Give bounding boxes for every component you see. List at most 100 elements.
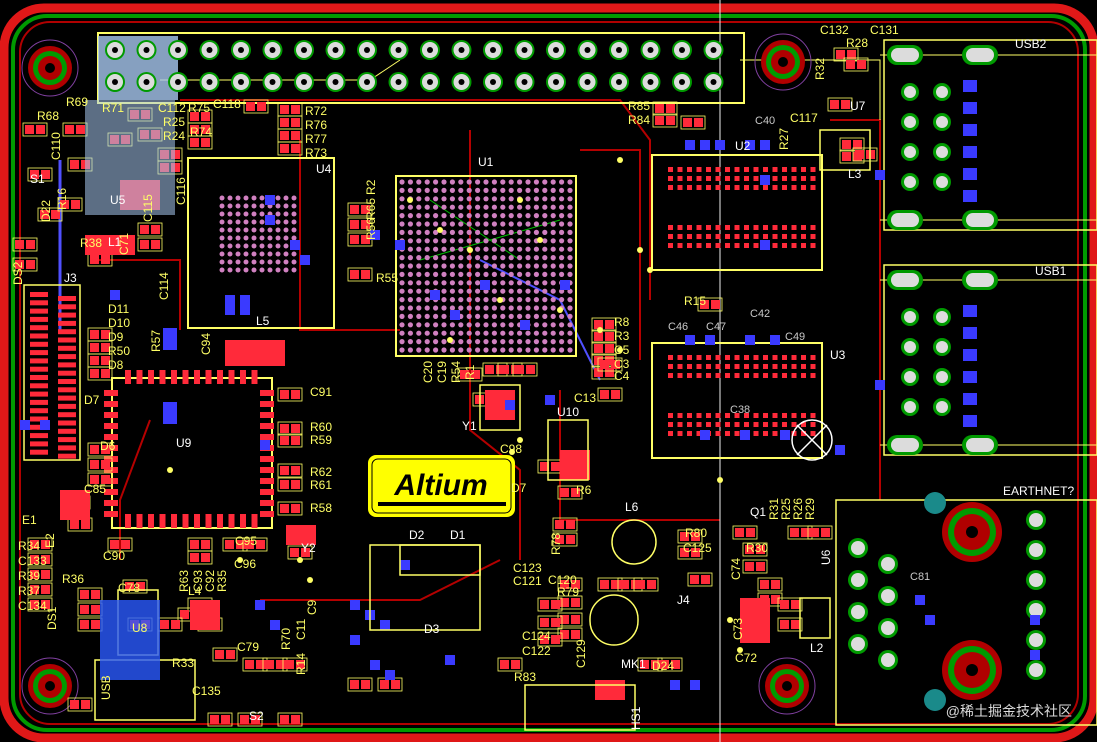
passive-pad-pair[interactable] — [677, 529, 703, 544]
memory-pad — [715, 243, 721, 248]
large-component-pad[interactable] — [595, 680, 625, 700]
passive-pad-pair[interactable] — [57, 197, 83, 212]
passive-pad-pair[interactable] — [277, 501, 303, 516]
passive-pad-pair[interactable] — [77, 587, 103, 602]
passive-pad-pair[interactable] — [27, 552, 53, 567]
passive-pad-pair[interactable] — [732, 525, 758, 540]
passive-pad-pair[interactable] — [87, 457, 113, 472]
passive-pad-pair[interactable] — [277, 433, 303, 448]
passive-pad-pair[interactable] — [843, 57, 869, 72]
passive-pad-pair[interactable] — [742, 559, 768, 574]
passive-pad-pair[interactable] — [777, 617, 803, 632]
passive-pad-pair[interactable] — [347, 267, 373, 282]
passive-pad-pair[interactable] — [277, 141, 303, 156]
passive-pad-pair[interactable] — [680, 115, 706, 130]
passive-pad-pair[interactable] — [137, 237, 163, 252]
large-component-pad[interactable] — [60, 490, 90, 520]
passive-pad-pair[interactable] — [633, 577, 659, 592]
passive-pad-pair[interactable] — [207, 712, 233, 727]
passive-pad-pair[interactable] — [742, 542, 768, 557]
passive-pad-pair[interactable] — [591, 317, 617, 332]
u1-bga-package[interactable] — [395, 175, 577, 357]
passive-pad-pair[interactable] — [512, 362, 538, 377]
passive-pad-pair[interactable] — [537, 632, 563, 647]
passive-pad-pair[interactable] — [277, 477, 303, 492]
passive-pad-pair[interactable] — [212, 647, 238, 662]
passive-pad-pair[interactable] — [839, 137, 865, 152]
u2-memory[interactable] — [651, 154, 823, 271]
passive-pad-pair[interactable] — [827, 97, 853, 112]
passive-pad-pair[interactable] — [277, 421, 303, 436]
passive-pad-pair[interactable] — [347, 202, 373, 217]
passive-pad-pair[interactable] — [347, 217, 373, 232]
passive-pad-pair[interactable] — [777, 597, 803, 612]
passive-pad-pair[interactable] — [657, 657, 683, 672]
passive-pad-pair[interactable] — [347, 677, 373, 692]
passive-pad-pair[interactable] — [122, 579, 148, 594]
large-component-pad[interactable] — [190, 600, 220, 630]
ethernet-connector[interactable] — [835, 492, 1097, 726]
connector-pad — [30, 399, 48, 405]
passive-pad-pair[interactable] — [591, 341, 617, 356]
j3-connector[interactable] — [23, 284, 81, 461]
memory-pad — [763, 422, 768, 427]
passive-pad-pair[interactable] — [187, 550, 213, 565]
passive-pad-pair[interactable] — [22, 122, 48, 137]
passive-pad-pair[interactable] — [237, 712, 263, 727]
passive-pad-pair[interactable] — [67, 697, 93, 712]
usb-pin — [933, 113, 951, 131]
passive-pad-pair[interactable] — [87, 366, 113, 381]
passive-components[interactable] — [12, 47, 878, 727]
passive-pad-pair[interactable] — [591, 329, 617, 344]
large-component-pad[interactable] — [225, 340, 285, 366]
passive-pad-pair[interactable] — [87, 472, 113, 487]
u3-memory[interactable] — [651, 342, 823, 459]
u4-package[interactable] — [187, 157, 335, 329]
passive-pad-pair[interactable] — [12, 237, 38, 252]
passive-pad-pair[interactable] — [557, 627, 583, 642]
large-component-pad[interactable] — [560, 450, 590, 480]
passive-pad-pair[interactable] — [697, 297, 723, 312]
passive-pad-pair[interactable] — [87, 442, 113, 457]
large-component-pad[interactable] — [286, 525, 316, 545]
passive-pad-pair[interactable] — [242, 537, 268, 552]
passive-pad-pair[interactable] — [557, 485, 583, 500]
passive-pad-pair[interactable] — [677, 545, 703, 560]
passive-pad-pair[interactable] — [652, 101, 678, 116]
passive-pad-pair[interactable] — [652, 113, 678, 128]
usb1-connector[interactable] — [883, 264, 1097, 456]
gpio-header[interactable] — [97, 32, 745, 104]
passive-pad-pair[interactable] — [552, 532, 578, 547]
passive-pad-pair[interactable] — [137, 222, 163, 237]
passive-pad-pair[interactable] — [277, 387, 303, 402]
passive-pad-pair[interactable] — [37, 207, 63, 222]
passive-pad-pair[interactable] — [277, 463, 303, 478]
passive-pad-pair[interactable] — [282, 657, 308, 672]
passive-pad-pair[interactable] — [687, 572, 713, 587]
passive-pad-pair[interactable] — [27, 597, 53, 612]
passive-pad-pair[interactable] — [27, 567, 53, 582]
passive-pad-pair[interactable] — [807, 525, 833, 540]
passive-pad-pair[interactable] — [27, 167, 53, 182]
passive-pad-pair[interactable] — [27, 537, 53, 552]
usb-micro-connector[interactable] — [94, 600, 196, 721]
passive-pad-pair[interactable] — [107, 537, 133, 552]
passive-pad-pair[interactable] — [597, 357, 623, 372]
large-component-pad[interactable] — [740, 598, 770, 643]
passive-pad-pair[interactable] — [243, 99, 269, 114]
passive-pad-pair[interactable] — [537, 597, 563, 612]
passive-pad-pair[interactable] — [757, 577, 783, 592]
passive-pad-pair[interactable] — [497, 657, 523, 672]
passive-pad-pair[interactable] — [537, 615, 563, 630]
passive-pad-pair[interactable] — [12, 257, 38, 272]
passive-pad-pair[interactable] — [187, 135, 213, 150]
passive-pad-pair[interactable] — [457, 367, 483, 382]
passive-pad-pair[interactable] — [552, 517, 578, 532]
passive-pad-pair[interactable] — [27, 582, 53, 597]
large-component-pad[interactable] — [85, 235, 135, 255]
passive-pad-pair[interactable] — [277, 712, 303, 727]
passive-pad-pair[interactable] — [597, 387, 623, 402]
passive-pad-pair[interactable] — [557, 577, 583, 592]
usb2-connector[interactable] — [883, 39, 1097, 231]
